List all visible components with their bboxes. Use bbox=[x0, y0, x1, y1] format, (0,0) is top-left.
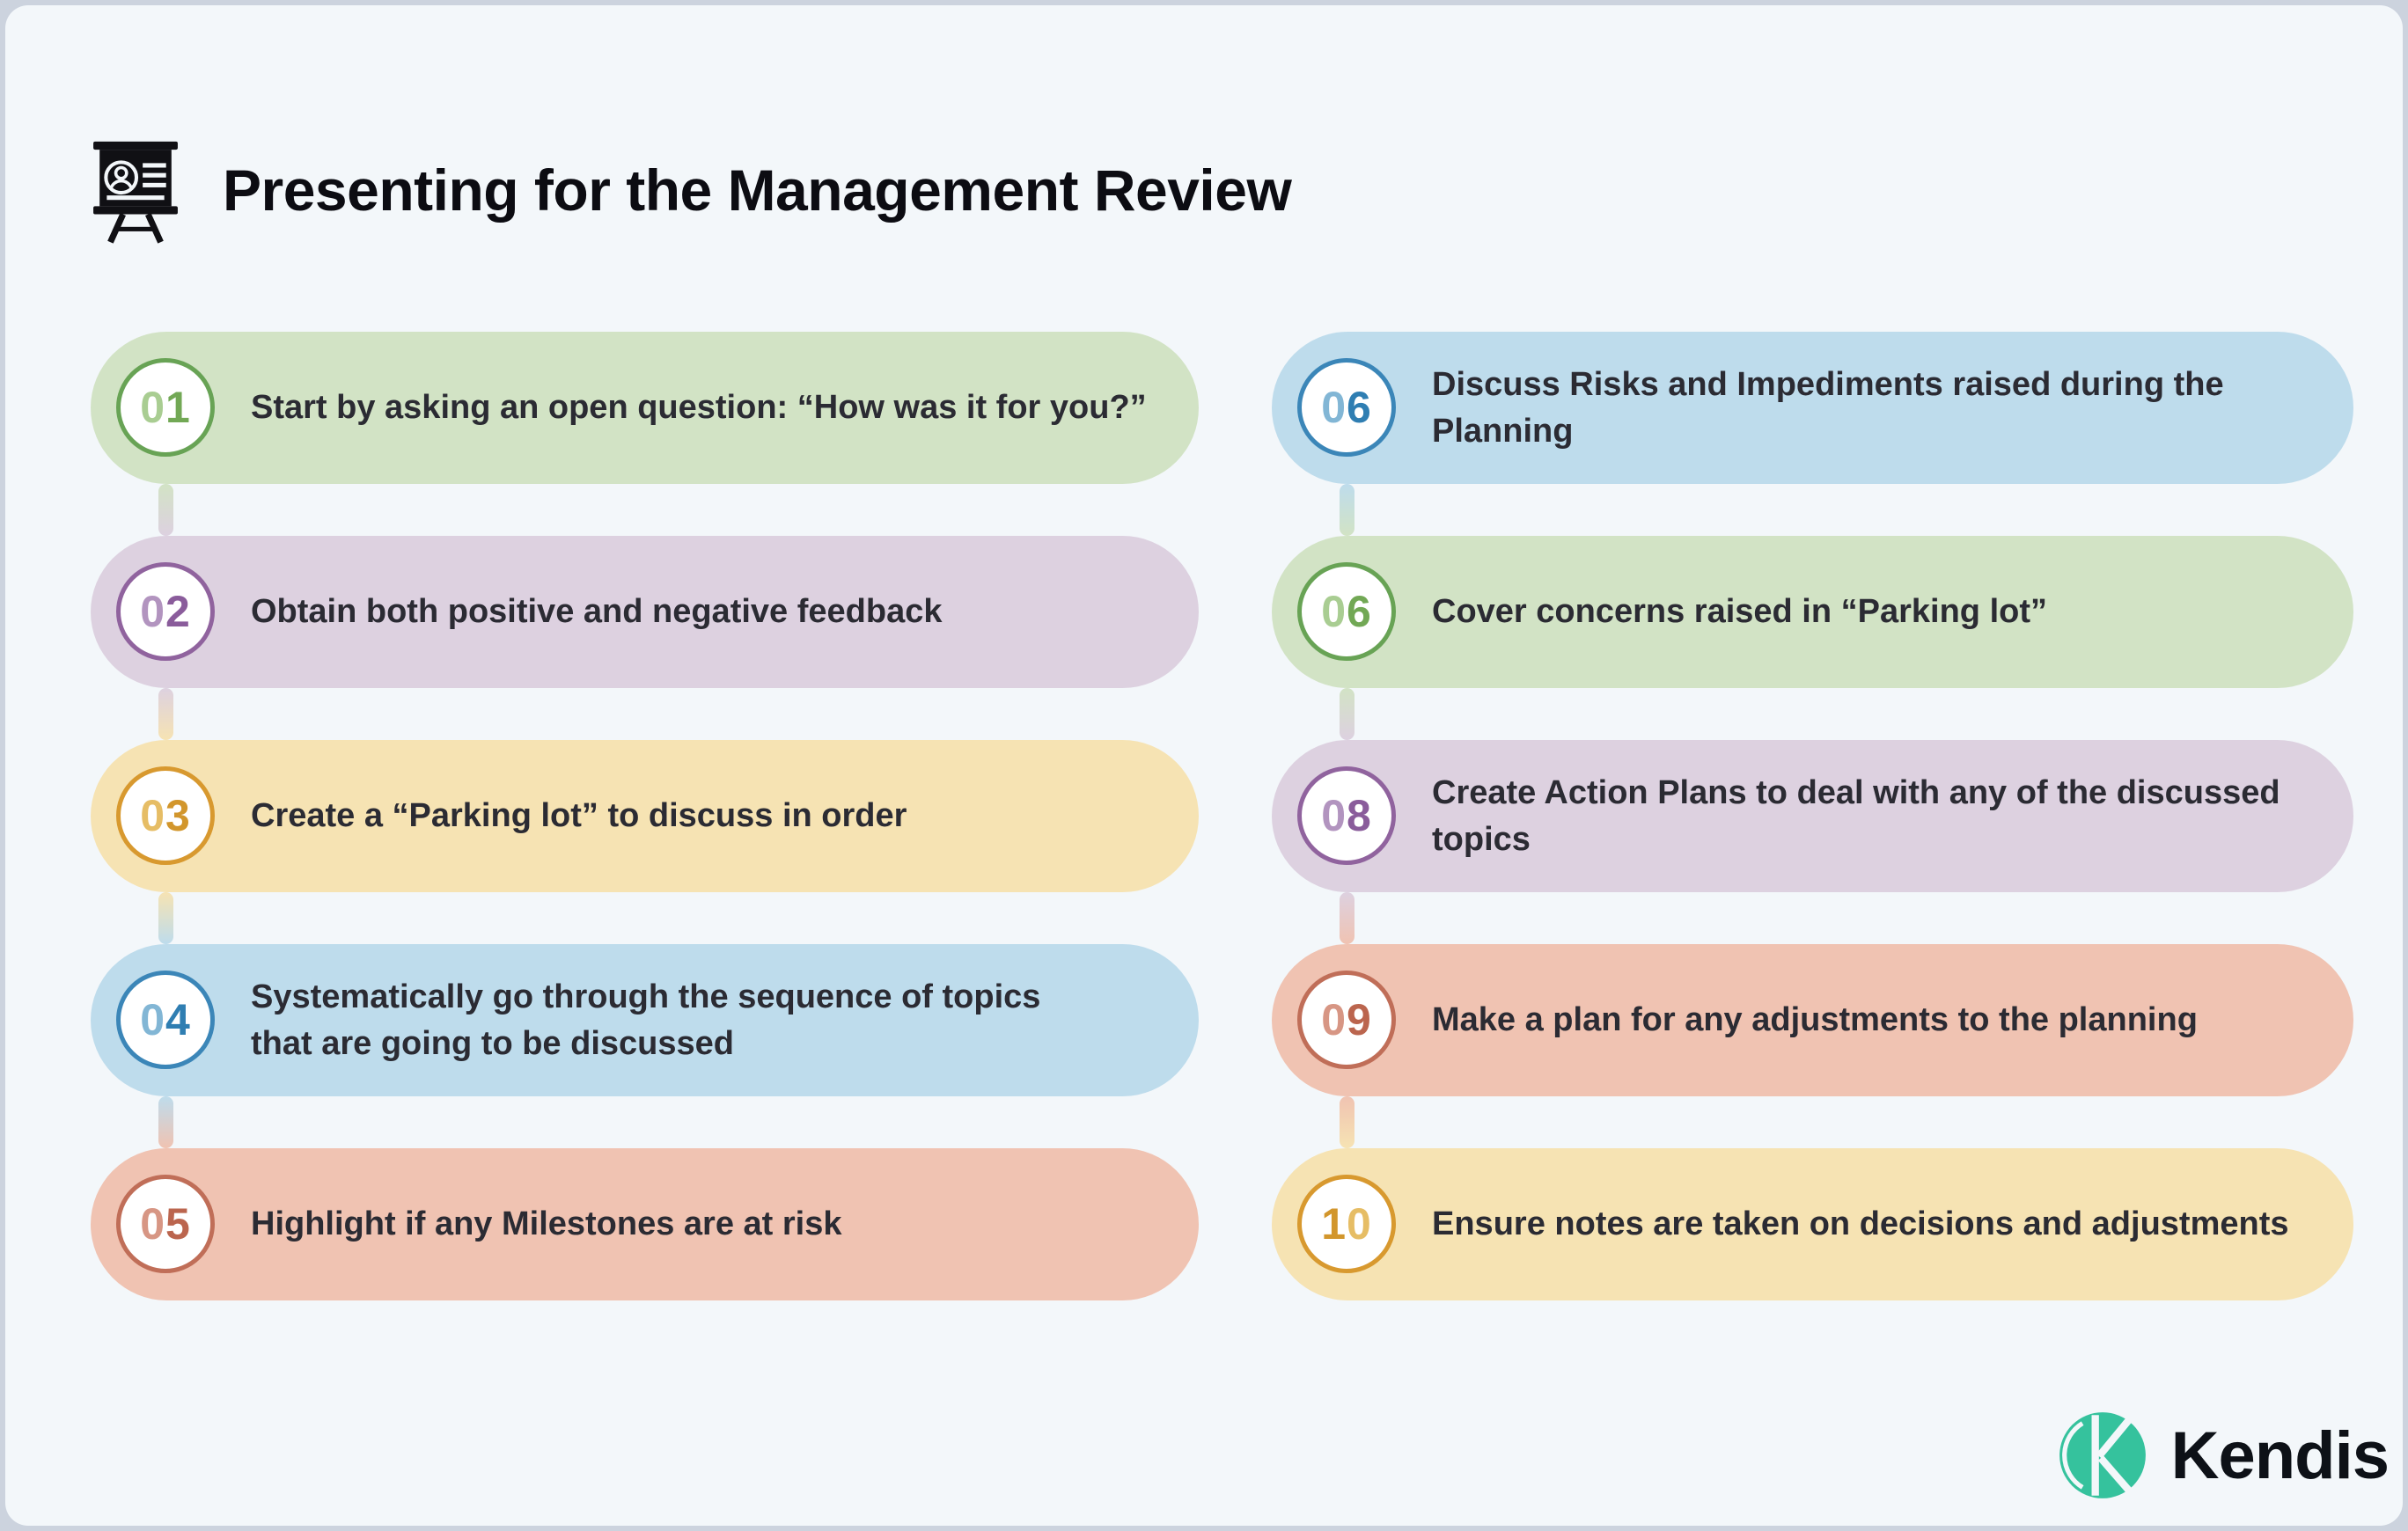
step-number-digit: 0 bbox=[1321, 995, 1347, 1044]
step-text: Cover concerns raised in “Parking lot” bbox=[1432, 589, 2079, 635]
step-text: Ensure notes are taken on decisions and … bbox=[1432, 1201, 2321, 1248]
header: Presenting for the Management Review bbox=[91, 136, 1292, 245]
step-text-line: Make a plan for any adjustments to the p… bbox=[1432, 1001, 2198, 1038]
step-text: Start by asking an open question: “How w… bbox=[251, 385, 1178, 431]
step-text-line: Discuss Risks and Impediments raised dur… bbox=[1432, 365, 2224, 403]
step-text-line: Highlight if any Milestones are at risk bbox=[251, 1205, 842, 1242]
brand-logo: Kendis bbox=[2057, 1410, 2390, 1501]
step-text-line: Cover concerns raised in “Parking lot” bbox=[1432, 593, 2047, 630]
step-number-digit: 0 bbox=[140, 995, 165, 1044]
step-text: Make a plan for any adjustments to the p… bbox=[1432, 997, 2229, 1044]
step-number-digit: 6 bbox=[1347, 383, 1372, 432]
step-text: Systematically go through the sequence o… bbox=[251, 974, 1072, 1067]
brand-name: Kendis bbox=[2170, 1417, 2390, 1493]
step-connector bbox=[158, 688, 173, 740]
step-number-digit: 6 bbox=[1347, 587, 1372, 636]
step-number-digit: 0 bbox=[1321, 587, 1347, 636]
step-connector bbox=[1340, 892, 1354, 944]
step-text-line: Create Action Plans to deal with any of … bbox=[1432, 773, 2280, 811]
step-number-digit: 5 bbox=[165, 1199, 191, 1249]
step-connector bbox=[158, 1096, 173, 1148]
step-text-line: Ensure notes are taken on decisions and … bbox=[1432, 1205, 2289, 1242]
step-connector bbox=[158, 892, 173, 944]
step-text-line: Obtain both positive and negative feedba… bbox=[251, 593, 943, 630]
step-text: Create a “Parking lot” to discuss in ord… bbox=[251, 793, 938, 839]
step-number-digit: 3 bbox=[165, 791, 191, 840]
step-number-digit: 0 bbox=[140, 791, 165, 840]
presentation-board-icon bbox=[91, 136, 180, 245]
step-text: Obtain both positive and negative feedba… bbox=[251, 589, 973, 635]
step-number-digit: 0 bbox=[1321, 383, 1347, 432]
step-text: Highlight if any Milestones are at risk bbox=[251, 1201, 874, 1248]
step-number-digit: 0 bbox=[1347, 1199, 1372, 1249]
step-number-digit: 0 bbox=[140, 587, 165, 636]
kendis-mark-icon bbox=[2057, 1410, 2148, 1501]
step-number-digit: 4 bbox=[165, 995, 191, 1044]
step-number-digit: 8 bbox=[1347, 791, 1372, 840]
step-connector bbox=[1340, 1096, 1354, 1148]
step-number-digit: 0 bbox=[140, 383, 165, 432]
step-text-line: Create a “Parking lot” to discuss in ord… bbox=[251, 797, 907, 834]
step-number-digit: 1 bbox=[1321, 1199, 1347, 1249]
step-text-line: topics bbox=[1432, 820, 1531, 858]
step-connector bbox=[1340, 484, 1354, 536]
step-text: Discuss Risks and Impediments raised dur… bbox=[1432, 362, 2256, 455]
step-text: Create Action Plans to deal with any of … bbox=[1432, 770, 2312, 863]
step-text-line: that are going to be discussed bbox=[251, 1024, 734, 1062]
step-text-line: Planning bbox=[1432, 412, 1574, 450]
page-title: Presenting for the Management Review bbox=[223, 157, 1292, 223]
step-number-digit: 1 bbox=[165, 383, 191, 432]
step-text-line: Systematically go through the sequence o… bbox=[251, 978, 1041, 1015]
step-connector bbox=[1340, 688, 1354, 740]
step-number-digit: 2 bbox=[165, 587, 191, 636]
step-number-digit: 9 bbox=[1347, 995, 1372, 1044]
step-number-digit: 0 bbox=[140, 1199, 165, 1249]
step-number-digit: 0 bbox=[1321, 791, 1347, 840]
step-connector bbox=[158, 484, 173, 536]
step-text-line: Start by asking an open question: “How w… bbox=[251, 389, 1147, 426]
